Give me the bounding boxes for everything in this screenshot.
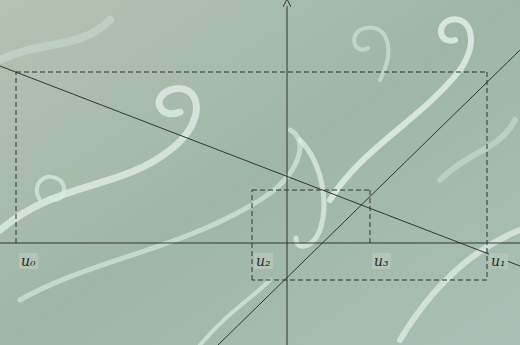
sequence-term-label: u₂ <box>254 253 273 269</box>
sequence-term-label: u₁ <box>489 253 508 269</box>
y-axis <box>287 6 288 345</box>
sequence-term-label: u₃ <box>372 253 391 269</box>
x-axis <box>0 243 520 244</box>
axes <box>0 6 520 345</box>
identity-line <box>218 50 520 345</box>
function-line <box>0 66 520 266</box>
cobweb-steps <box>16 72 487 280</box>
graph-lines <box>0 50 520 345</box>
fractal-swirls <box>0 19 520 345</box>
sequence-term-label: u₀ <box>19 253 38 269</box>
